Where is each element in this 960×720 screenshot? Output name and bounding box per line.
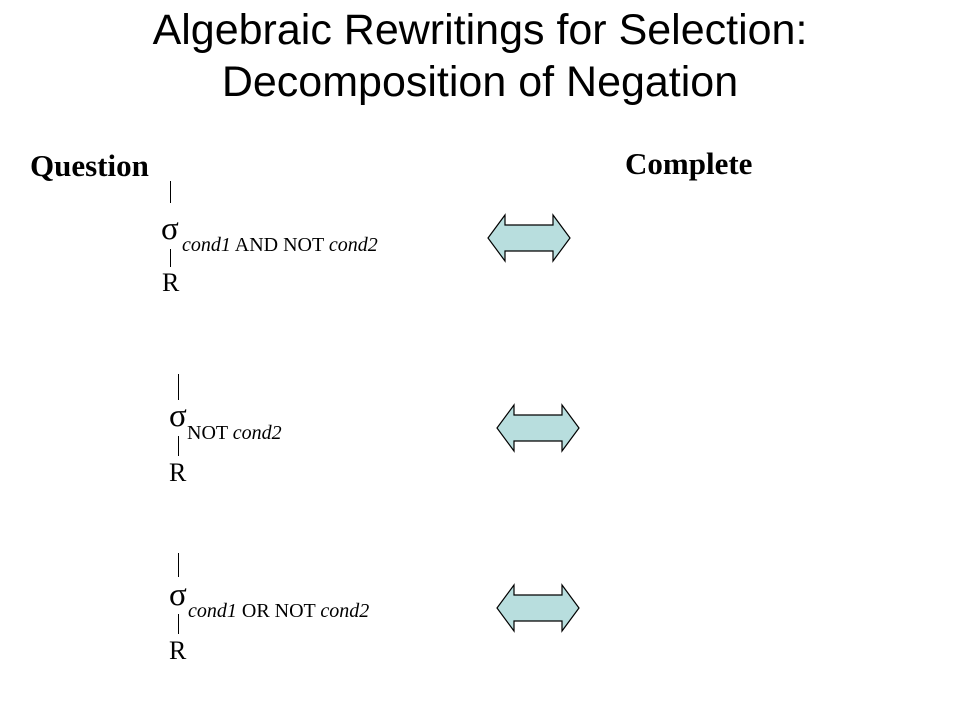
- condition-operand: cond2: [320, 600, 370, 622]
- title-line-2: Decomposition of Negation: [221, 58, 739, 106]
- sigma-symbol: σ: [169, 577, 187, 613]
- condition-operand: cond1: [182, 234, 231, 256]
- relation-label: R: [169, 636, 187, 665]
- selection-condition: cond1 AND NOT cond2: [182, 233, 378, 257]
- selection-condition: NOT cond2: [187, 421, 282, 445]
- sigma-symbol: σ: [161, 211, 179, 247]
- edge-line-top: [178, 553, 179, 577]
- edge-line-bottom: [178, 436, 179, 456]
- double-arrow-shape: [496, 583, 580, 633]
- relation-label: R: [169, 458, 187, 487]
- column-header-complete: Complete: [625, 146, 753, 181]
- condition-operator: AND NOT: [230, 234, 329, 256]
- double-arrow-icon: [496, 403, 580, 453]
- condition-operator: OR NOT: [236, 600, 321, 622]
- condition-operand: cond2: [328, 234, 378, 256]
- column-header-question: Question: [30, 148, 149, 183]
- slide-title: Algebraic Rewritings for Selection: Deco…: [0, 4, 960, 108]
- double-arrow-icon: [496, 583, 580, 633]
- double-arrow-icon: [487, 213, 571, 263]
- sigma-symbol: σ: [169, 398, 187, 434]
- edge-line-top: [178, 374, 179, 400]
- condition-operand: cond1: [188, 600, 237, 622]
- double-arrow-shape: [487, 213, 571, 263]
- double-arrow-shape: [496, 403, 580, 453]
- title-line-1: Algebraic Rewritings for Selection:: [152, 6, 808, 54]
- condition-operator: NOT: [187, 422, 233, 444]
- condition-operand: cond2: [232, 422, 282, 444]
- edge-line-bottom: [170, 249, 171, 267]
- selection-condition: cond1 OR NOT cond2: [188, 599, 369, 623]
- edge-line-bottom: [178, 614, 179, 634]
- edge-line-top: [170, 181, 171, 203]
- relation-label: R: [162, 268, 180, 297]
